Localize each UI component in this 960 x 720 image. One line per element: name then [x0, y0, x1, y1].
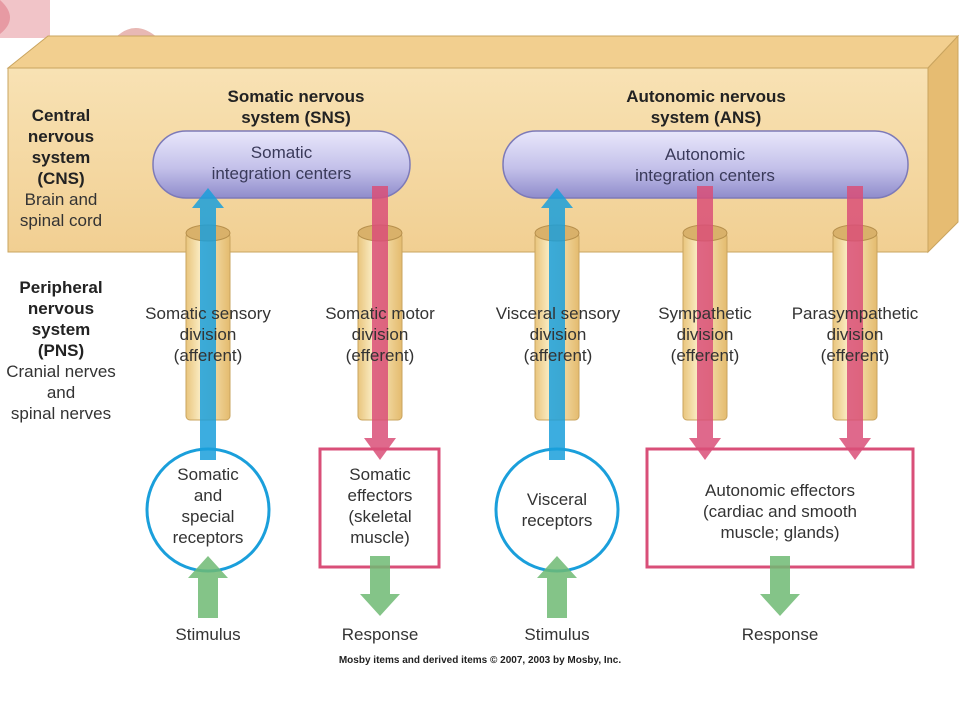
- efferent-arrow-parasympathetic: [839, 186, 871, 460]
- efferent-arrow-somatic-motor: [364, 186, 396, 460]
- corner-image-fragment: [0, 0, 158, 38]
- response-arrow-autonomic: [760, 556, 800, 616]
- autonomic-effectors-box: [645, 447, 915, 569]
- stimulus-arrow-somatic: [188, 556, 228, 618]
- stimulus-arrow-visceral: [537, 556, 577, 618]
- somatic-integration-center: [152, 130, 411, 199]
- copyright-notice: Mosby items and derived items © 2007, 20…: [338, 655, 622, 666]
- response-label-somatic: Response: [341, 625, 419, 644]
- efferent-arrow-sympathetic: [689, 186, 721, 460]
- stimulus-label-somatic: Stimulus: [175, 625, 241, 644]
- afferent-arrow-visceral: [541, 188, 573, 460]
- response-label-autonomic: Response: [741, 625, 819, 644]
- afferent-arrow-somatic: [192, 188, 224, 460]
- response-arrow-somatic: [360, 556, 400, 616]
- signal-arrows: [188, 186, 871, 618]
- stimulus-label-visceral: Stimulus: [524, 625, 590, 644]
- somatic-effectors-box: [318, 447, 441, 569]
